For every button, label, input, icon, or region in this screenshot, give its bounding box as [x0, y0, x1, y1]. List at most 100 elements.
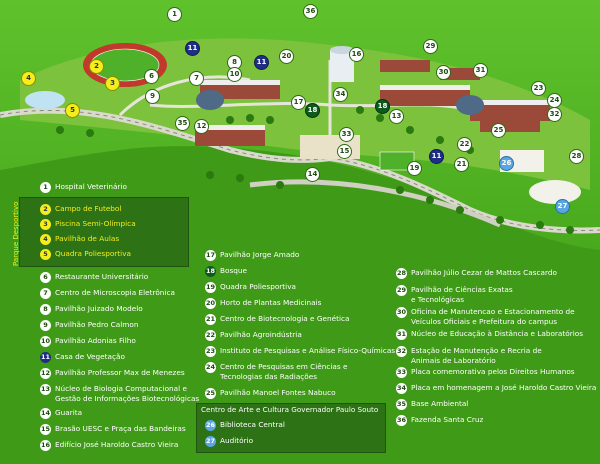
- map-pin-1[interactable]: 1: [168, 8, 181, 21]
- legend-label: Placa comemorativa pelos Direitos Humano…: [411, 367, 575, 376]
- map-pin-6[interactable]: 6: [145, 70, 158, 83]
- map-pin-11c[interactable]: 11: [430, 150, 443, 163]
- legend-number: 10: [40, 336, 51, 347]
- legend-item-35: 35 Base Ambiental: [396, 399, 468, 410]
- culture-group-box: [196, 403, 386, 453]
- legend-item-32: 32 Estação de Manutenção e Recria de Anim…: [396, 346, 542, 366]
- map-pin-22[interactable]: 22: [458, 138, 471, 151]
- map-pin-31[interactable]: 31: [474, 64, 487, 77]
- legend-item-2: 2 Campo de Futebol: [40, 204, 121, 215]
- legend-item-33: 33 Placa comemorativa pelos Direitos Huma…: [396, 367, 575, 378]
- map-pin-4[interactable]: 4: [22, 72, 35, 85]
- map-pin-32[interactable]: 32: [548, 108, 561, 121]
- legend-number: 1: [40, 182, 51, 193]
- map-pin-34[interactable]: 34: [334, 88, 347, 101]
- map-pin-36[interactable]: 36: [304, 5, 317, 18]
- map-pin-11b[interactable]: 11: [255, 56, 268, 69]
- legend-number: 22: [205, 330, 216, 341]
- legend-label: Placa em homenagem a José Haroldo Castro…: [411, 383, 597, 392]
- legend-label: Estação de Manutenção e Recria de Animai…: [411, 346, 542, 365]
- legend-label: Quadra Poliesportiva: [55, 249, 131, 258]
- map-pin-25[interactable]: 25: [492, 124, 505, 137]
- legend-label: Pavilhão de Ciências Exatas e Tecnológic…: [411, 285, 513, 304]
- map-pin-13[interactable]: 13: [390, 110, 403, 123]
- legend-label: Pavilhão Adonias Filho: [55, 336, 136, 345]
- map-pin-23[interactable]: 23: [532, 82, 545, 95]
- map-pin-15[interactable]: 15: [338, 145, 351, 158]
- legend-item-22: 22 Pavilhão Agroindústria: [205, 330, 302, 341]
- map-pin-9[interactable]: 9: [146, 90, 159, 103]
- legend-label: Edifício José Haroldo Castro Vieira: [55, 440, 179, 449]
- legend-number: 34: [396, 383, 407, 394]
- legend-number: 28: [396, 268, 407, 279]
- legend-label: Pavilhão de Aulas: [55, 234, 120, 243]
- legend-number: 36: [396, 415, 407, 426]
- map-pin-10[interactable]: 10: [228, 68, 241, 81]
- legend-label: Núcleo de Biologia Computacional e Gestã…: [55, 384, 200, 403]
- map-pin-27[interactable]: 27: [556, 200, 569, 213]
- map-pin-8[interactable]: 8: [228, 56, 241, 69]
- legend-number: 5: [40, 249, 51, 260]
- map-pin-20[interactable]: 20: [280, 50, 293, 63]
- map-pin-18b[interactable]: 18: [376, 100, 389, 113]
- map-pin-7[interactable]: 7: [190, 72, 203, 85]
- legend-label: Base Ambiental: [411, 399, 469, 408]
- map-pin-3[interactable]: 3: [106, 77, 119, 90]
- map-pin-11[interactable]: 11: [186, 42, 199, 55]
- legend-number: 9: [40, 320, 51, 331]
- map-pin-33[interactable]: 33: [340, 128, 353, 141]
- legend-label: Centro de Biotecnologia e Genética: [220, 314, 350, 323]
- map-pin-26[interactable]: 26: [500, 157, 513, 170]
- map-pin-17[interactable]: 17: [292, 96, 305, 109]
- legend-number: 33: [396, 367, 407, 378]
- map-pin-18[interactable]: 18: [306, 104, 319, 117]
- legend-label: Centro de Microscopia Eletrônica: [55, 288, 175, 297]
- map-pin-35[interactable]: 35: [176, 117, 189, 130]
- map-pin-16[interactable]: 16: [350, 48, 363, 61]
- map-pin-24[interactable]: 24: [548, 94, 561, 107]
- legend-item-5: 5 Quadra Poliesportiva: [40, 249, 131, 260]
- map-pin-12[interactable]: 12: [195, 120, 208, 133]
- map-pin-28[interactable]: 28: [570, 150, 583, 163]
- map-pin-21[interactable]: 21: [455, 158, 468, 171]
- culture-group-title: Centro de Arte e Cultura Governador Paul…: [201, 405, 379, 414]
- legend-item-1: 1 Hospital Veterinário: [40, 182, 127, 193]
- legend-label: Piscina Semi-Olímpica: [55, 219, 136, 228]
- legend-label: Pavilhão Agroindústria: [220, 330, 302, 339]
- sport-group-title: Parque Desportivo: [12, 201, 20, 266]
- map-pin-2[interactable]: 2: [90, 60, 103, 73]
- legend-number: 35: [396, 399, 407, 410]
- legend-label: Oficina de Manutencao e Estacionamento d…: [411, 307, 575, 326]
- map-pin-14[interactable]: 14: [306, 168, 319, 181]
- pool-dome: [25, 91, 65, 109]
- legend-number: 8: [40, 304, 51, 315]
- legend-number: 3: [40, 219, 51, 230]
- legend-item-10: 10 Pavilhão Adonias Filho: [40, 336, 136, 347]
- map-pin-29[interactable]: 29: [424, 40, 437, 53]
- legend-number: 21: [205, 314, 216, 325]
- legend-item-34: 34 Placa em homenagem a José Haroldo Cast…: [396, 383, 596, 394]
- map-pin-19[interactable]: 19: [408, 162, 421, 175]
- legend-label: Pavilhão Jorge Amado: [220, 250, 300, 259]
- legend-number: 32: [396, 346, 407, 357]
- map-pin-5[interactable]: 5: [66, 104, 79, 117]
- legend-number: 19: [205, 282, 216, 293]
- map-pin-30[interactable]: 30: [437, 66, 450, 79]
